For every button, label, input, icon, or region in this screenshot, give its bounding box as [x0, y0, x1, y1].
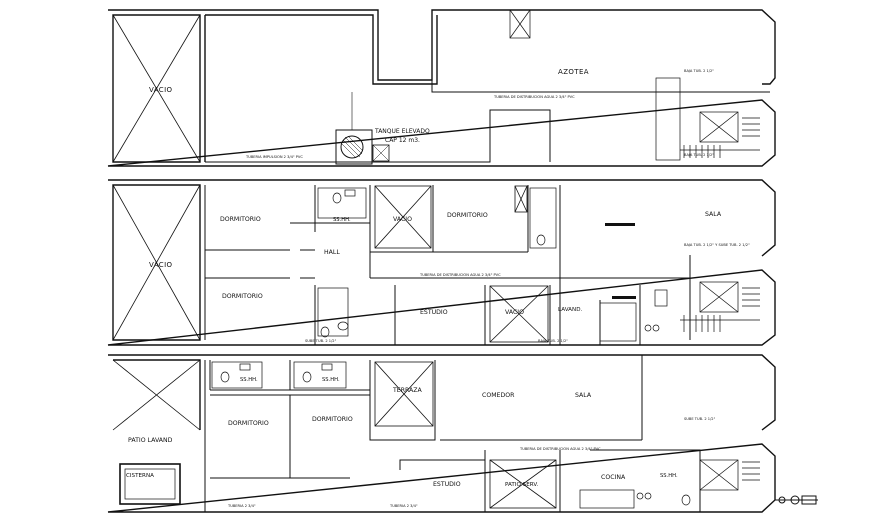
ground-sshh-2: SS.HH.	[322, 377, 340, 383]
ground-sshh-3: SS.HH.	[660, 473, 678, 479]
terraza-label: TERRAZA	[392, 387, 423, 394]
ground-dormitorio-2: DORMITORIO	[312, 416, 353, 423]
middle-fixtures	[317, 187, 760, 342]
middle-black-block	[605, 223, 635, 226]
patio-lavand-label: PATIO LAVAND	[128, 437, 173, 444]
ground-floor-plan	[107, 354, 776, 513]
ground-cross	[112, 359, 557, 509]
ground-fixtures	[119, 361, 760, 509]
roof-vacio-cross	[112, 14, 201, 163]
ground-sshh-1: SS.HH.	[240, 377, 258, 383]
middle-black-block-2	[612, 296, 636, 299]
ground-note-3: TUBERIA 2 3/4"	[389, 504, 418, 508]
cocina-label: COCINA	[601, 474, 626, 481]
middle-dormitorio-3: DORMITORIO	[447, 212, 488, 219]
middle-note-2: BAJA TUB. 2 1/2" Y SUBE TUB. 2 1/2"	[684, 243, 750, 247]
middle-floor-plan	[107, 179, 776, 346]
azotea-label: AZOTEA	[558, 68, 589, 76]
middle-sala: SALA	[705, 211, 722, 218]
water-tank-icon	[335, 92, 390, 165]
ground-note-4: SUBE TUB. 2 1/2"	[684, 417, 716, 421]
middle-note-3: SUBE TUB. 2 1/2"	[305, 339, 337, 343]
roof-vacio-label: VACIO	[149, 86, 173, 94]
middle-note-4: BAJA TUB. 2 1/2"	[538, 339, 568, 343]
middle-lavand: LAVAND.	[558, 307, 583, 313]
middle-dormitorio-1: DORMITORIO	[220, 216, 261, 223]
middle-note-1: TUBERIA DE DISTRIBUCION AGUA 2 3/4" PVC	[419, 273, 501, 277]
patio-serv-label: PATIO SERV.	[505, 482, 538, 488]
ground-sala: SALA	[575, 392, 592, 399]
middle-dormitorio-2: DORMITORIO	[222, 293, 263, 300]
cisterna-label: CISTERNA	[126, 473, 154, 479]
comedor-label: COMEDOR	[482, 392, 515, 399]
roof-note-4: BAJA TUB. 2 1/2"	[684, 153, 714, 157]
roof-stair	[509, 9, 760, 161]
middle-vacio-label: VACIO	[149, 261, 173, 269]
ground-note-2: TUBERIA 2 3/4"	[227, 504, 256, 508]
middle-vacio-cross	[112, 184, 549, 343]
middle-estudio: ESTUDIO	[420, 309, 448, 316]
ground-estudio: ESTUDIO	[433, 481, 461, 488]
ground-note-1: TUBERIA DE DISTRIBUCION AGUA 2 3/4" PVC	[519, 447, 601, 451]
ground-dormitorio-1: DORMITORIO	[228, 420, 269, 427]
middle-hall: HALL	[324, 249, 340, 256]
tanque-label: TANQUE ELEVADO	[374, 128, 430, 135]
middle-vacio-small: VACIO	[505, 309, 524, 316]
roof-note-2: TUBERIA IMPULSION 2 3/4" PVC	[245, 155, 303, 159]
middle-sshh: SS.HH.	[333, 217, 351, 223]
north-arrow-icon	[775, 495, 818, 505]
roof-note-3: BAJA TUB. 2 1/2"	[684, 69, 714, 73]
tanque-cap-label: CAP 12 m3.	[385, 137, 420, 144]
roof-note-1: TUBERIA DE DISTRIBUCION AGUA 2 3/4" PVC	[493, 95, 575, 99]
roof-plan	[107, 9, 776, 167]
middle-vacio-center: VACIO	[393, 216, 412, 223]
